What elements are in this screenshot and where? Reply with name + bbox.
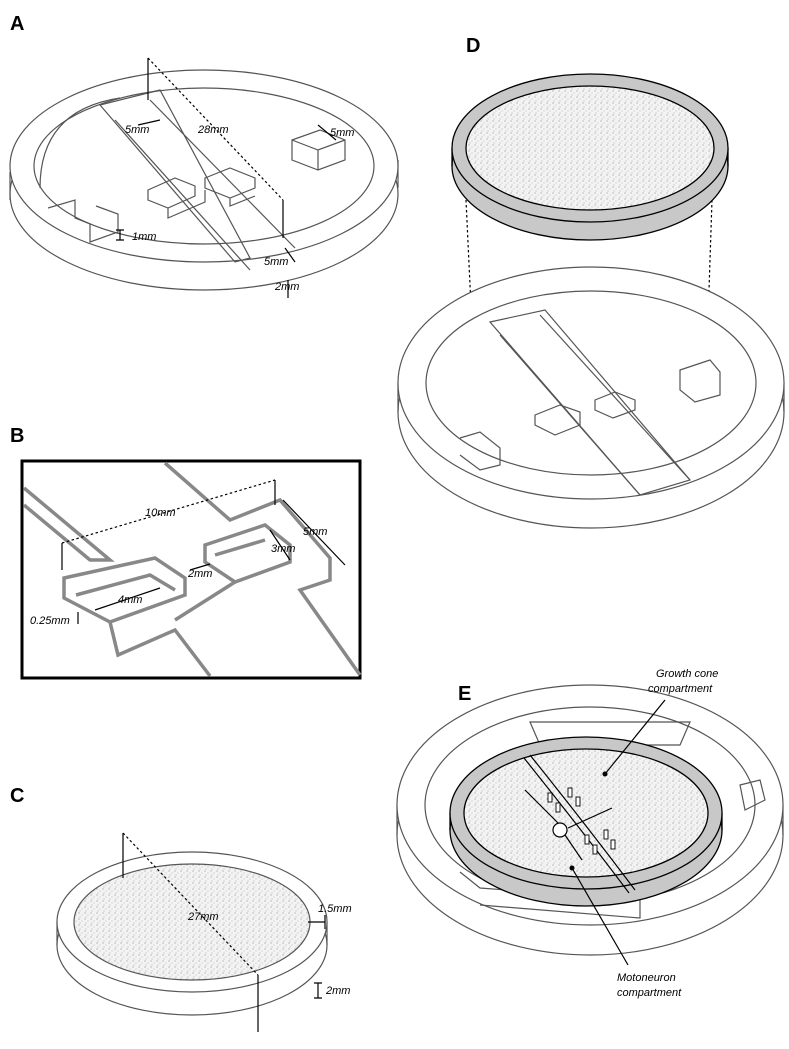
panel-e-letter: E — [458, 683, 471, 705]
panel-a: A — [9, 13, 399, 298]
panel-d-letter: D — [466, 35, 480, 57]
panel-b: B 10mm 5mm 3mm 2mm 4mm 0.25mm — [10, 425, 362, 680]
leader-motoneuron — [571, 867, 629, 966]
dim-b-gap: 2mm — [187, 568, 212, 580]
dim-b-inner: 3mm — [271, 543, 295, 555]
dim-a-ch-bottom: 5mm — [264, 256, 288, 268]
coverslip-c — [56, 832, 328, 1032]
dim-b-outer: 5mm — [303, 526, 327, 538]
dim-a-depth: 2mm — [274, 281, 299, 293]
dish-a — [9, 57, 399, 298]
dim-a-ch-right: 5mm — [330, 127, 354, 139]
ring-d — [451, 73, 729, 241]
panel-c-letter: C — [10, 785, 24, 807]
panel-d: D — [397, 35, 785, 529]
dim-b-depth: 0.25mm — [30, 615, 70, 627]
panel-e: E — [396, 683, 784, 966]
label-moto-2: compartment — [617, 987, 682, 999]
neuron — [523, 754, 636, 894]
ring-e — [449, 736, 723, 907]
dim-a-ch-left: 5mm — [125, 124, 149, 136]
dim-b-width: 4mm — [118, 594, 142, 606]
dim-a-step: 1mm — [132, 231, 156, 243]
panel-b-letter: B — [10, 425, 24, 447]
label-growth-1: Growth cone — [656, 668, 718, 680]
label-growth-2: compartment — [648, 683, 713, 695]
dim-c-height: 2mm — [325, 985, 350, 997]
soma — [552, 822, 568, 838]
panel-c: C 27mm 1.5mm 2mm — [10, 785, 352, 1032]
dim-a-span: 28mm — [197, 124, 229, 136]
dish-d — [397, 266, 785, 529]
leader-growth — [604, 699, 666, 775]
dim-b-span: 10mm — [145, 507, 176, 519]
inset-channel — [22, 461, 362, 678]
panel-a-letter: A — [10, 13, 24, 35]
label-moto-1: Motoneuron — [617, 972, 676, 984]
dim-c-wall: 1.5mm — [318, 903, 352, 915]
dim-c-diameter: 27mm — [187, 911, 219, 923]
